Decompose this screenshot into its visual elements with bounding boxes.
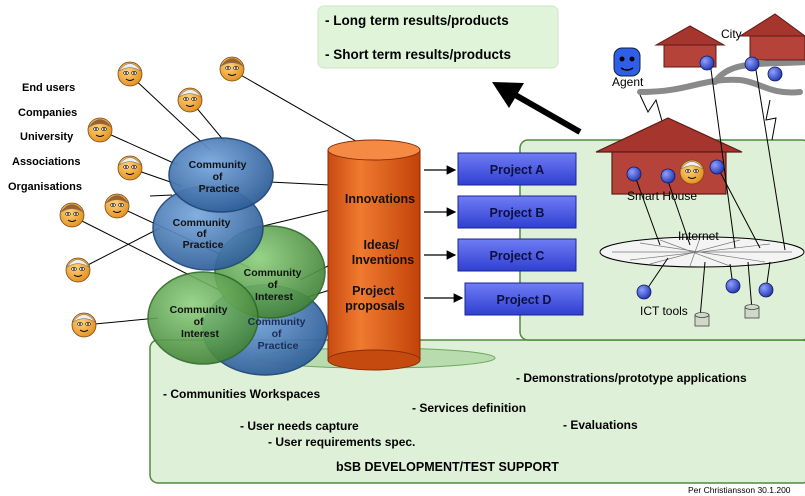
big-arrow: [492, 82, 582, 135]
person-face-icon: [59, 202, 85, 228]
node-links: [634, 61, 786, 319]
community-practice-1-label: Community of Practice: [189, 159, 250, 195]
stakeholder-associations: Associations: [12, 156, 80, 168]
community-practice-1: [168, 137, 274, 213]
network-nodes: [626, 55, 783, 300]
label-line: of: [194, 316, 204, 328]
project-a-label: Project A: [490, 163, 544, 177]
internet-label: Internet: [678, 229, 719, 243]
node: [725, 278, 741, 294]
label-line: Community: [189, 159, 247, 171]
internet-network: [599, 236, 805, 268]
person-face-icon: [65, 257, 91, 283]
ict-tools-label: ICT tools: [640, 304, 688, 318]
node: [699, 55, 715, 71]
short-term-results-text: - Short term results/products: [325, 47, 511, 62]
label-line: Inventions: [352, 253, 415, 267]
label-line: Interest: [181, 328, 219, 340]
project-arrows: [424, 165, 464, 303]
device-top: [694, 312, 710, 318]
stakeholder-companies: Companies: [18, 107, 77, 119]
user-needs-text: - User needs capture: [240, 419, 359, 433]
innovations-label: Innovations: [345, 192, 415, 206]
person-face-icon: [117, 61, 143, 87]
label-line: Community: [170, 304, 228, 316]
community-interest-2-label: Community of Interest: [170, 304, 231, 340]
node: [744, 56, 760, 72]
person-face-icon: [104, 193, 130, 219]
evaluations-text: - Evaluations: [563, 418, 638, 432]
faces: [59, 56, 705, 338]
community-interest-1-label: Community of Interest: [244, 267, 305, 303]
wireless-links: [639, 94, 777, 141]
support-texts: - Communities Workspaces - Demonstration…: [163, 371, 747, 474]
label-line: Interest: [255, 291, 293, 303]
label-line: Practice: [258, 340, 299, 352]
label-line: Ideas/: [364, 238, 400, 252]
community-interest-2: [147, 271, 259, 365]
project-b: Project B: [457, 195, 577, 229]
node: [758, 282, 774, 298]
proposals-label: Project proposals: [345, 284, 405, 313]
label-line: proposals: [345, 299, 405, 313]
label-line: Community: [173, 217, 231, 229]
long-term-results-text: - Long term results/products: [325, 13, 509, 28]
project-d-label: Project D: [497, 293, 552, 307]
city-label: City: [721, 27, 742, 41]
person-face-icon: [177, 87, 203, 113]
project-b-label: Project B: [490, 206, 545, 220]
smart-house-label: Smart House: [627, 189, 697, 203]
label-line: Community: [248, 316, 306, 328]
person-face-icon: [87, 117, 113, 143]
support-panel: [149, 339, 805, 484]
communities-workspaces-text: - Communities Workspaces: [163, 387, 320, 401]
person-face-icon: [219, 56, 245, 82]
node: [767, 66, 783, 82]
stakeholder-labels: End users Companies University Associati…: [8, 82, 82, 193]
stakeholder-end-users: End users: [22, 82, 75, 94]
city-house-2: [738, 13, 805, 61]
user-requirements-text: - User requirements spec.: [268, 435, 415, 449]
label-line: Community: [244, 267, 302, 279]
project-a: Project A: [457, 152, 577, 186]
project-c: Project C: [457, 238, 577, 272]
ict-tool-devices: [694, 304, 760, 327]
node: [626, 166, 642, 182]
cylinder-labels: Innovations Ideas/ Inventions Project pr…: [345, 192, 415, 313]
node: [660, 168, 676, 184]
ideas-label: Ideas/ Inventions: [352, 238, 415, 267]
community-labels: Community of Practice Community of Pract…: [170, 159, 309, 352]
project-c-label: Project C: [490, 249, 545, 263]
label-line: of: [268, 279, 278, 291]
label-line: of: [272, 328, 282, 340]
label-line: Project: [352, 284, 395, 298]
community-practice-3-label: Community of Practice: [248, 316, 309, 352]
results-box: [317, 5, 559, 69]
project-d: Project D: [464, 282, 584, 316]
credit-text: Per Christiansson 30.1.200: [688, 485, 791, 495]
innovation-cylinder: [327, 139, 421, 371]
node: [709, 159, 725, 175]
person-face-icon: [679, 159, 705, 185]
label-line: of: [213, 171, 223, 183]
device-top: [744, 304, 760, 310]
label-line: Practice: [183, 239, 224, 251]
community-practice-2-label: Community of Practice: [173, 217, 234, 251]
stakeholder-organisations: Organisations: [8, 181, 82, 193]
agent-icon: [613, 47, 641, 77]
person-face-icon: [117, 155, 143, 181]
label-line: Practice: [199, 183, 240, 195]
stakeholder-university: University: [20, 131, 74, 143]
label-line: of: [197, 228, 207, 240]
agent-label: Agent: [612, 75, 644, 89]
demonstrations-text: - Demonstrations/prototype applications: [516, 371, 747, 385]
person-face-icon: [71, 312, 97, 338]
node: [636, 284, 652, 300]
support-title: bSB DEVELOPMENT/TEST SUPPORT: [336, 460, 559, 474]
services-definition-text: - Services definition: [412, 401, 526, 415]
